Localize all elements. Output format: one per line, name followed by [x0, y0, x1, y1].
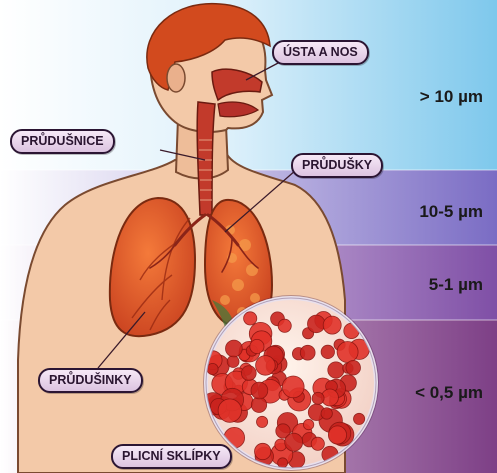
alveolus-cell — [323, 316, 341, 334]
alveolus-cell — [256, 356, 276, 376]
label-bronchioles: PRŮDUŠINKY — [38, 368, 143, 393]
alveolus-cell — [255, 443, 271, 459]
alveolus-cell — [278, 319, 291, 332]
alveolus-cell — [321, 345, 334, 358]
band-label-5-1um: 5-1 µm — [429, 275, 483, 295]
band-label-lt-0-5um: < 0,5 µm — [415, 383, 483, 403]
alveolus-cell — [354, 413, 365, 424]
alveolus-cell — [227, 356, 239, 368]
alveolus-cell — [346, 360, 361, 375]
alveolus-cell — [282, 376, 304, 398]
alveolus-cell — [251, 382, 268, 399]
alveolus-cell — [300, 345, 315, 360]
alveolus-cell — [328, 426, 346, 444]
alveolus-cell — [226, 340, 243, 357]
alveolus-cell — [311, 437, 324, 450]
band-label-10-5um: 10-5 µm — [419, 202, 483, 222]
label-mouth-nose: ÚSTA A NOS — [272, 40, 369, 65]
alveolus-cell — [257, 416, 268, 427]
band-label-gt-10um: > 10 µm — [420, 87, 483, 107]
label-trachea: PRŮDUŠNICE — [10, 129, 115, 154]
alveoli-magnifier — [202, 295, 379, 471]
label-bronchi: PRŮDUŠKY — [291, 153, 383, 178]
alveolus-cell — [285, 433, 303, 451]
alveolus-cell — [251, 397, 266, 412]
alveolus-cell — [278, 458, 288, 468]
alveolus-cell — [337, 342, 358, 363]
label-alveoli: PLICNÍ SKLÍPKY — [111, 444, 232, 469]
alveolus-cell — [312, 392, 324, 404]
alveolus-cell — [244, 312, 257, 325]
alveolus-cell — [308, 315, 326, 333]
alveolus-cell — [218, 399, 241, 422]
alveolus-cell — [303, 419, 313, 429]
alveolus-cell — [241, 366, 256, 381]
alveolus-cell — [207, 363, 218, 374]
alveolus-cell — [250, 339, 264, 353]
alveolus-cell — [321, 408, 332, 419]
alveolus-cell — [328, 362, 344, 378]
